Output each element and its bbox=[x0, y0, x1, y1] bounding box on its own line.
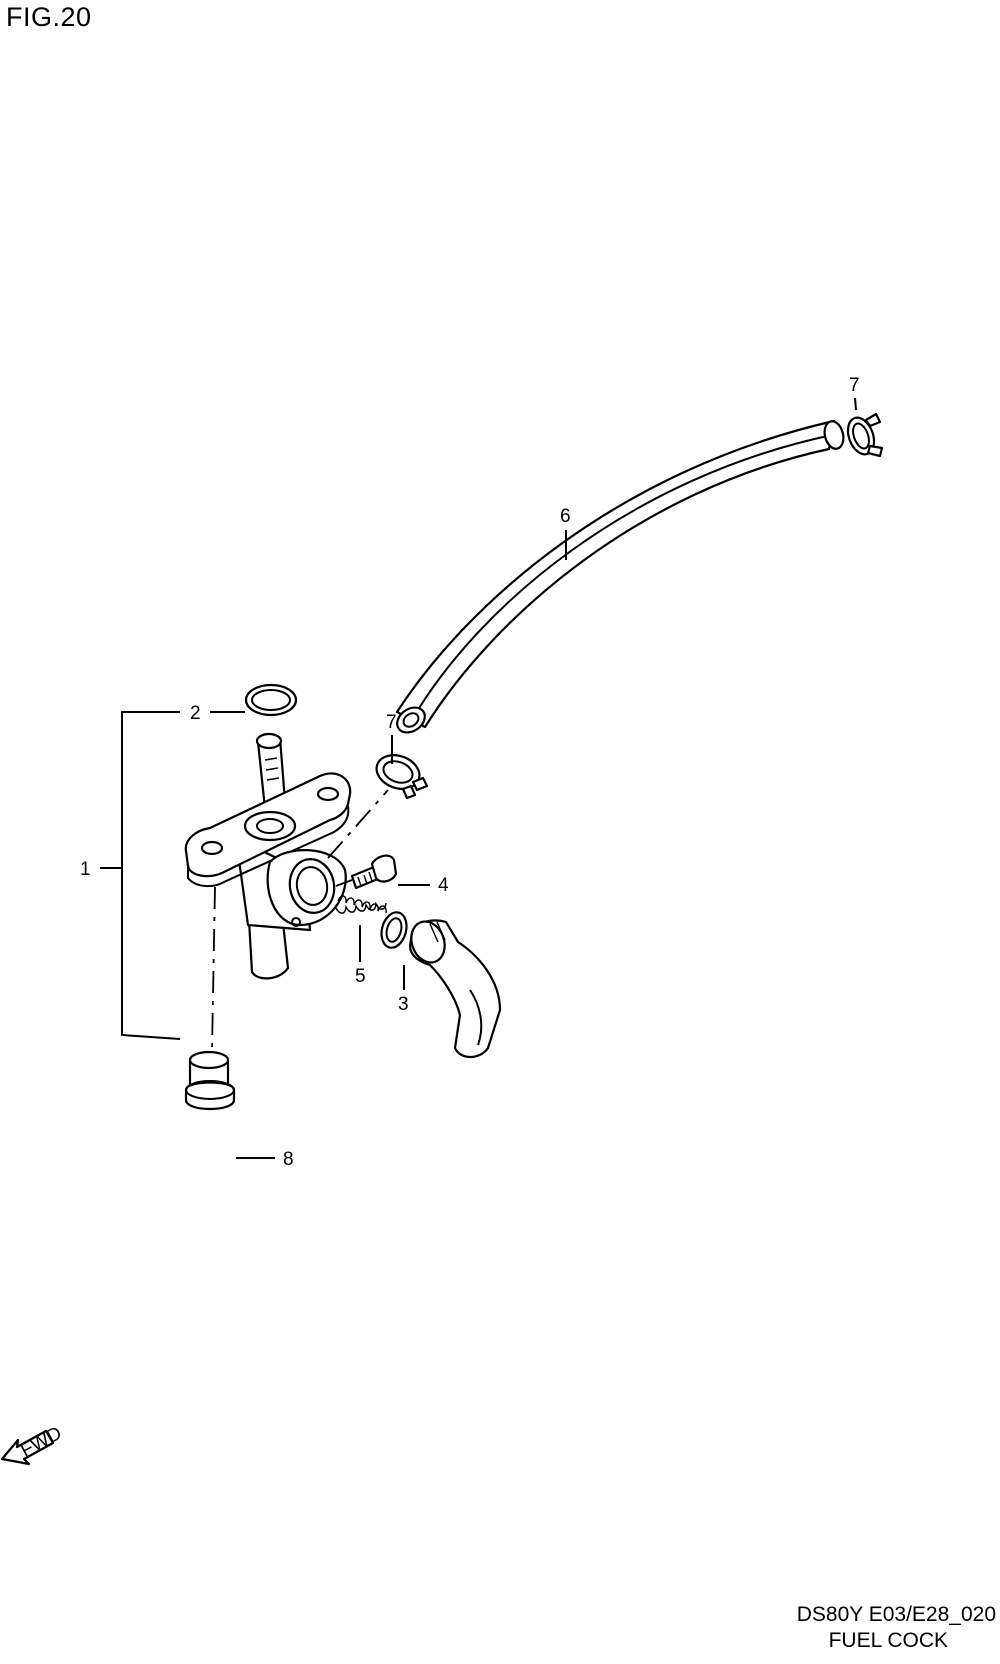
figure-title: FIG.20 bbox=[6, 2, 92, 32]
footer-name: FUEL COCK bbox=[828, 1629, 948, 1652]
callout-numbers: 1 2 3 4 5 6 7 7 8 bbox=[80, 375, 860, 1170]
callout-3: 3 bbox=[398, 994, 409, 1015]
callout-6: 6 bbox=[560, 506, 571, 527]
o-ring-side bbox=[380, 911, 408, 949]
clamp-top bbox=[846, 412, 884, 458]
fwd-arrow-icon: FWD bbox=[0, 1423, 65, 1466]
footer-code: DS80Y E03/E28_020 bbox=[796, 1603, 996, 1626]
fwd-label: FWD bbox=[17, 1423, 65, 1462]
assembly-lines bbox=[211, 789, 389, 1051]
callout-5: 5 bbox=[355, 966, 366, 987]
callout-7-mid: 7 bbox=[386, 712, 397, 733]
fuel-hose bbox=[395, 419, 845, 734]
fuel-cock-lever bbox=[408, 919, 502, 1059]
leader-lines bbox=[100, 397, 857, 1159]
clamp-mid bbox=[375, 754, 429, 800]
callout-8: 8 bbox=[283, 1149, 294, 1170]
fuel-cock-body bbox=[184, 732, 352, 980]
spring bbox=[335, 895, 387, 914]
callout-7-top: 7 bbox=[849, 375, 860, 396]
screw bbox=[350, 854, 398, 890]
bolt bbox=[184, 1050, 236, 1110]
callout-1: 1 bbox=[80, 859, 91, 880]
callout-4: 4 bbox=[438, 875, 449, 896]
callout-2: 2 bbox=[190, 703, 201, 724]
footer: DS80Y E03/E28_020 FUEL COCK bbox=[797, 1602, 996, 1654]
o-ring-top bbox=[244, 683, 298, 717]
